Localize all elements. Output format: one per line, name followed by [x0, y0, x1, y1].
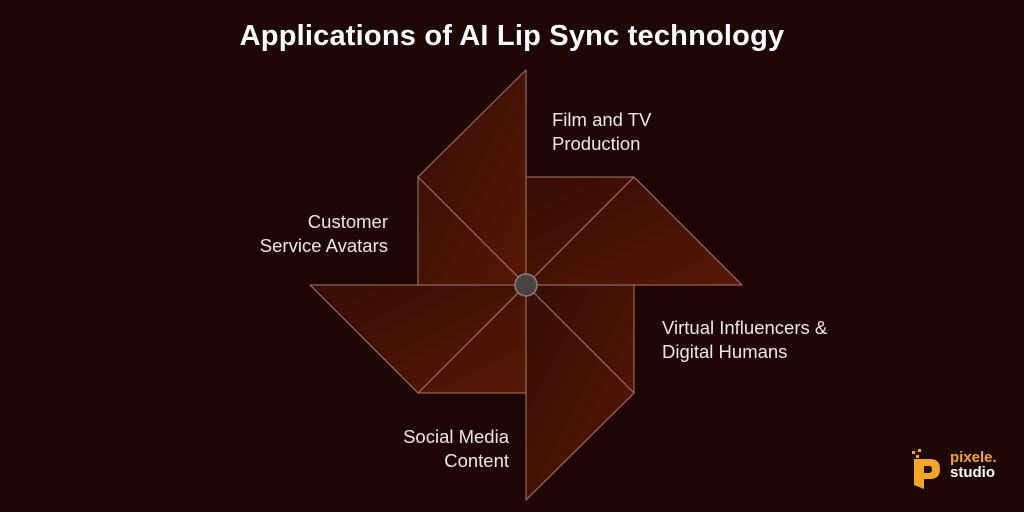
blade-left [308, 284, 527, 394]
blade-right [525, 176, 744, 286]
pixele-studio-logo: pixele. studio [910, 449, 1000, 489]
pinwheel-center [514, 273, 538, 297]
label-virtual-influencers: Virtual Influencers & Digital Humans [662, 317, 828, 362]
page-title: Applications of AI Lip Sync technology [239, 20, 785, 52]
label-customer-service: Customer Service Avatars [259, 211, 388, 256]
label-film-tv: Film and TV Production [552, 109, 652, 154]
blade-top [417, 68, 527, 286]
blade-bottom [525, 284, 635, 502]
label-social-media: Social Media Content [403, 426, 509, 471]
logo-p-icon [912, 449, 940, 489]
